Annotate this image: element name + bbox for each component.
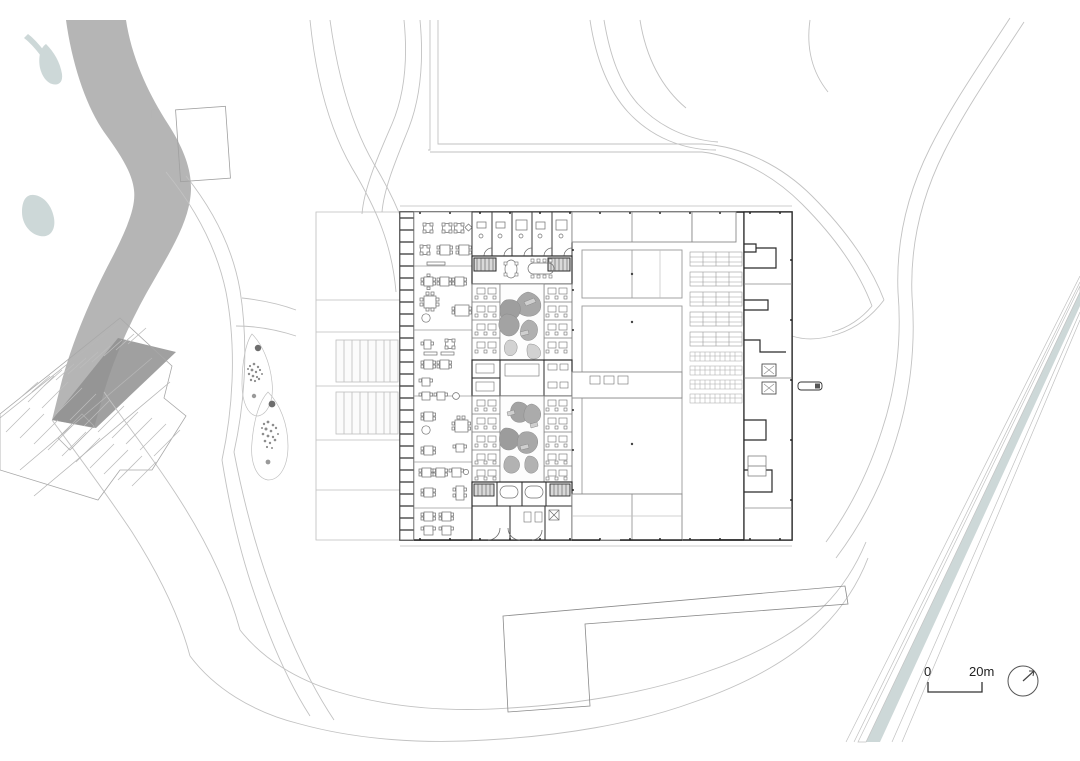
sports-halls xyxy=(571,211,737,541)
classroom-bank-east-north xyxy=(543,283,573,361)
scale-bar-bracket xyxy=(927,682,983,693)
pond-south xyxy=(22,194,55,237)
scale-start-label: 0 xyxy=(924,664,931,679)
classroom-bank-west-south xyxy=(471,395,501,483)
main-building xyxy=(399,211,823,541)
classroom-bank-east-south xyxy=(543,395,573,483)
north-arrow xyxy=(1007,665,1039,697)
plaza-steps-south xyxy=(335,391,399,435)
east-service-wing xyxy=(743,211,793,541)
central-atrium-south xyxy=(499,395,545,483)
central-atrium-north xyxy=(498,283,545,361)
north-cellular-offices xyxy=(471,211,573,257)
tree-cluster-north xyxy=(241,333,273,417)
curved-path-network xyxy=(51,17,1025,742)
plaza-steps-north xyxy=(335,339,399,383)
road-band xyxy=(52,20,192,428)
pond-north-tail xyxy=(24,34,54,70)
sports-hall-south xyxy=(581,397,683,495)
plaza-wedge xyxy=(52,338,176,428)
west-open-office xyxy=(413,211,473,541)
central-core-band xyxy=(471,359,573,397)
classroom-bank-west-north xyxy=(471,283,501,361)
legend-layer: 0 20m xyxy=(924,664,1039,697)
south-entrance-hall xyxy=(471,481,573,541)
scale-end-label: 20m xyxy=(969,664,994,679)
service-vehicle xyxy=(797,381,823,391)
tribune-seating xyxy=(689,251,743,404)
north-support-band xyxy=(471,255,573,285)
boundary-plot-south xyxy=(502,585,849,713)
scale-bar: 0 20m xyxy=(924,664,994,693)
boundary-plot-northwest xyxy=(175,105,231,183)
site-layer xyxy=(0,17,1080,743)
parking-lot xyxy=(0,317,187,501)
tree-cluster-south xyxy=(251,391,289,481)
west-colonnade xyxy=(399,211,415,541)
furniture-tables xyxy=(418,222,473,536)
boundary-marker-small xyxy=(151,109,159,119)
canal-southeast xyxy=(845,275,1080,743)
sports-hall-middle xyxy=(581,305,683,373)
